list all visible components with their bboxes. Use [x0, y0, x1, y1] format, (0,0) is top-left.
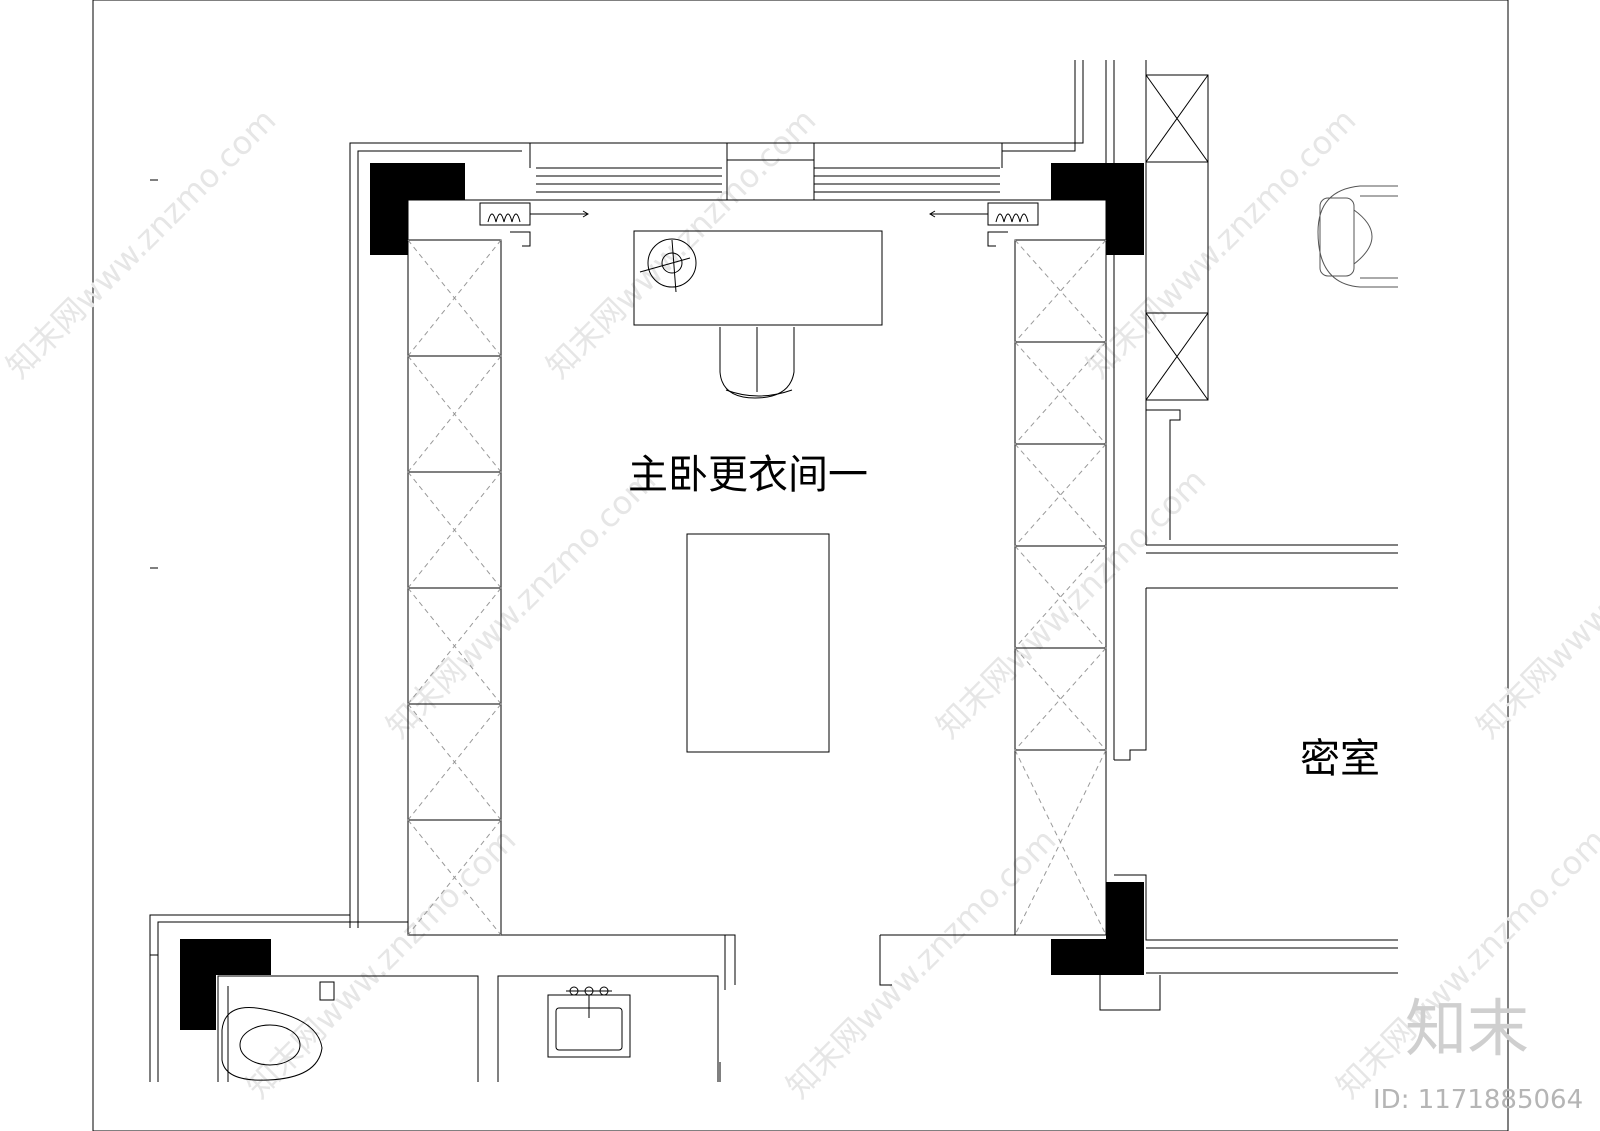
room-label-secret-room: 密室 — [1300, 736, 1380, 782]
brand-id-label: ID: 1171885064 — [1373, 1085, 1583, 1115]
left-wardrobe-x — [407, 239, 502, 936]
vanity-desk — [633, 230, 883, 326]
toilet — [221, 981, 335, 1081]
right-wardrobe — [1014, 239, 1107, 936]
armchair — [1317, 185, 1398, 288]
curtain-right — [929, 202, 1039, 247]
brand-logo: 知末 — [1405, 992, 1529, 1065]
watermark-text: 知末网www.znzmo.com — [539, 101, 824, 386]
margin-ticks — [150, 179, 158, 956]
desk-chair — [719, 327, 795, 399]
room-label-walk-in-closet: 主卧更衣间一 — [628, 452, 868, 498]
structural-columns — [180, 163, 1144, 1030]
curtain-left — [479, 202, 589, 247]
drawing-frame — [92, 0, 1509, 1131]
watermark-text: 知末网www.znzmo.com — [239, 821, 524, 1106]
watermark-text: 知末网www.znzmo.com — [929, 461, 1213, 746]
watermark-text: 知末网www.znzmo.com — [1469, 461, 1600, 746]
island-cabinet — [686, 533, 830, 753]
watermark-text: 知末网www.znzmo.com — [0, 101, 283, 386]
mirror-lamp-icon — [647, 238, 697, 288]
watermark-text: 知末网www.znzmo.com — [779, 821, 1063, 1106]
wash-basin — [547, 986, 631, 1058]
walls — [149, 60, 1398, 1082]
right-wardrobe-x — [1014, 239, 1107, 936]
watermark-text: 知末网www.znzmo.com — [379, 461, 664, 746]
